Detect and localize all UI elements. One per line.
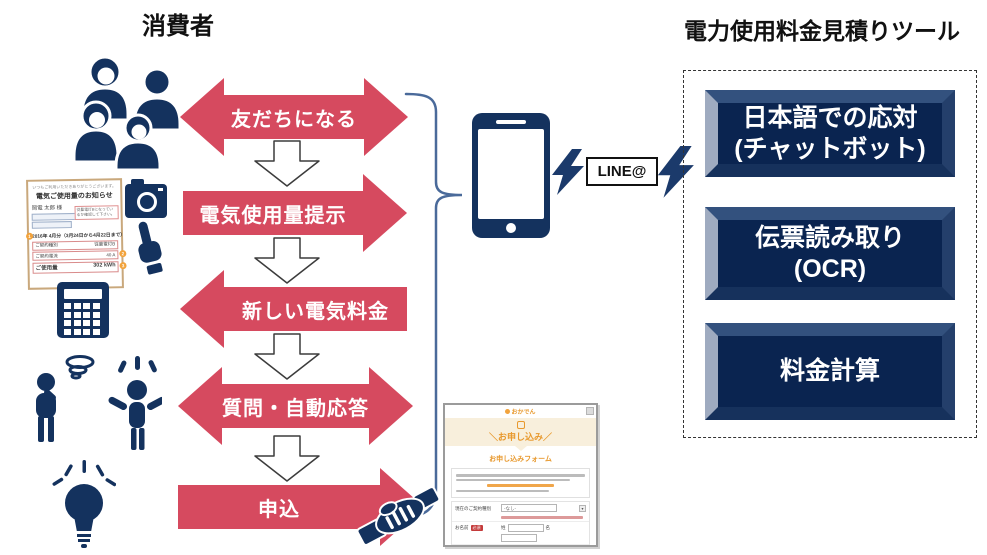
tool-button-ocr[interactable]: 伝票読み取り (OCR)	[705, 207, 955, 300]
bill-period: 1 2016年 4月分（3月24日から4月22日まで）	[25, 231, 125, 240]
arrowhead-left	[180, 78, 224, 156]
placeholder-text-line	[456, 478, 570, 481]
last-name-input[interactable]	[507, 523, 544, 532]
application-form-screenshot: おかでん ＼お申し込み／ お申し込みフォーム 現在のご契約種別 -なし- ▼	[443, 403, 598, 547]
camera-icon	[125, 179, 167, 218]
calculator-icon	[57, 282, 109, 338]
confused-people-icon	[36, 355, 162, 450]
lightning-bolt-icon	[657, 146, 694, 198]
dropdown-icon[interactable]: ▼	[579, 504, 586, 512]
phone-home-button	[506, 223, 516, 233]
handshake-icon	[356, 486, 441, 546]
down-step-arrow	[254, 140, 320, 187]
smartphone-icon	[472, 113, 550, 238]
face-highlight	[97, 67, 115, 85]
bill-callout-note: 従量電灯Bになっているか確認して下さい。	[74, 205, 119, 221]
flow-arrow-show-usage: 電気使用量提示	[183, 174, 407, 252]
flow-arrow-label: 申込	[178, 485, 380, 529]
annotation-badge-2: 2	[119, 250, 127, 258]
light-bulb-icon	[52, 460, 116, 548]
consumer-section-title: 消費者	[142, 13, 214, 40]
tool-button-chatbot[interactable]: 日本語での応対 (チャットボット)	[705, 90, 955, 177]
annotation-badge-3: 3	[119, 261, 127, 269]
phone-speaker	[496, 120, 526, 124]
down-step-arrow	[254, 333, 320, 380]
tool-button-fee-calc[interactable]: 料金計算	[705, 323, 955, 420]
placeholder-text-line	[456, 489, 549, 492]
arrowhead-right	[363, 174, 407, 252]
phone-screen	[478, 129, 544, 219]
okaden-logo-icon	[505, 409, 511, 414]
first-name-input[interactable]	[501, 533, 537, 542]
flow-arrow-label: 新しい電気料金	[224, 287, 407, 331]
arrowhead-left	[180, 270, 224, 348]
annotation-badge-1: 1	[25, 232, 34, 240]
flow-arrow-label: 電気使用量提示	[183, 191, 363, 235]
bill-title: 電気ご使用量のお知らせ	[35, 192, 113, 201]
tool-section-title: 電力使用料金見積りツール	[684, 18, 960, 44]
form-row-name: お名前必須 姓 名	[452, 520, 589, 544]
down-step-arrow	[254, 435, 320, 482]
down-step-arrow	[254, 237, 320, 284]
form-title: お申し込みフォーム	[489, 456, 552, 463]
placeholder-text-line	[456, 474, 585, 477]
flow-arrow-qa: 質問・自動応答	[178, 367, 413, 445]
alarmed-person	[108, 356, 162, 450]
application-doc-icon	[516, 421, 525, 429]
flow-arrow-new-rate: 新しい電気料金	[180, 270, 407, 348]
form-intro-box	[451, 468, 590, 498]
tool-button-label-line1: 日本語での応対	[742, 104, 918, 132]
tool-button-label-line1: 料金計算	[779, 357, 880, 386]
last-name-kana-input[interactable]	[512, 547, 548, 548]
okaden-logo: おかでん	[511, 410, 536, 416]
tool-button-label-line2: (チャットボット)	[734, 134, 926, 163]
tool-button-label-line1: 伝票読み取り	[754, 224, 905, 252]
bill-contract-type-row: ご契約種別従量電灯B	[32, 239, 119, 251]
flow-arrow-label: 友だちになる	[224, 95, 364, 139]
consumers-group-icon	[72, 55, 182, 170]
flow-arrow-label: 質問・自動応答	[222, 384, 369, 428]
tap-hand-icon	[138, 221, 163, 275]
contract-type-select[interactable]: -なし-	[501, 504, 557, 512]
tool-button-label-line2: (OCR)	[793, 254, 867, 283]
dizzy-swirl-icon	[65, 355, 95, 380]
form-header: おかでん	[445, 405, 596, 418]
form-row-kana: フリガナ必須 セイ メイ	[452, 543, 589, 548]
bill-meter-table	[31, 212, 79, 229]
menu-icon[interactable]	[586, 407, 594, 415]
form-banner-title: ＼お申し込み／	[488, 432, 552, 442]
flow-arrow-become-friends: 友だちになる	[180, 78, 408, 156]
placeholder-link-line[interactable]	[486, 484, 555, 487]
tool-panel: 日本語での応対 (チャットボット) 伝票読み取り (OCR) 料金計算	[683, 70, 977, 438]
arrowhead-left	[178, 367, 222, 445]
line-at-badge: LINE@	[586, 157, 658, 186]
lightning-bolt-icon	[552, 149, 584, 195]
warning-text-line	[501, 516, 583, 519]
form-banner: ＼お申し込み／	[445, 418, 596, 446]
banner-pointer	[514, 446, 527, 451]
arrowhead-right	[364, 78, 408, 156]
electricity-bill-document: いつもご利用いただきありがとうございます。 電気ご使用量のお知らせ 岡電 太郎 …	[25, 178, 127, 290]
form-row-contract-type: 現在のご契約種別 -なし- ▼	[452, 502, 589, 521]
arrowhead-right	[369, 367, 413, 445]
required-badge: 必須	[470, 525, 483, 531]
